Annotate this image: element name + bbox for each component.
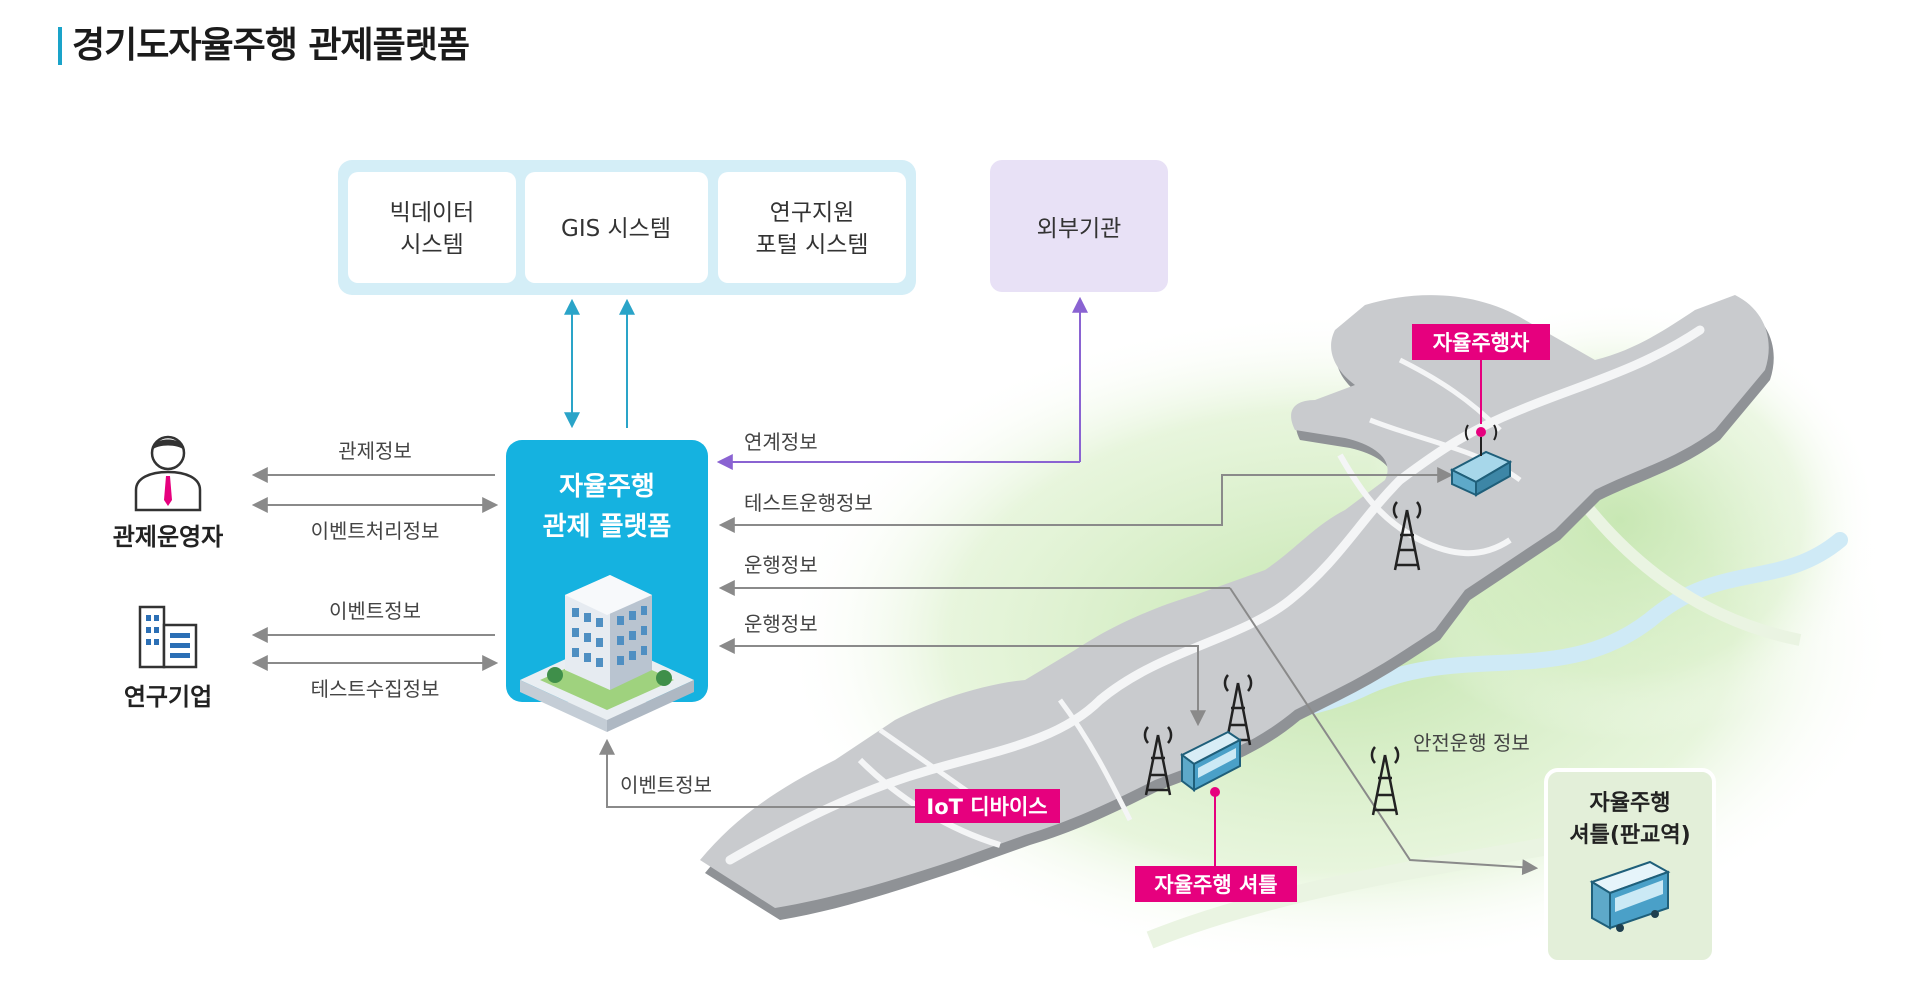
station-shuttle-bus-icon — [1589, 860, 1671, 932]
link-info-label: 연계정보 — [744, 430, 818, 454]
operator-label: 관제운영자 — [113, 523, 223, 551]
operator-person-icon — [134, 435, 202, 512]
portal-label-line2: 포털 시스템 — [755, 232, 868, 258]
event-info-bottom-arrow — [599, 738, 915, 808]
company-label: 연구기업 — [124, 683, 212, 711]
event-info-label: 이벤트정보 — [329, 599, 421, 623]
shuttle-station-box[interactable]: 자율주행 셔틀(판교역) — [1544, 768, 1716, 964]
platform-building-icon — [520, 575, 694, 732]
company-actor: 연구기업 — [124, 605, 212, 711]
portal-system-box[interactable]: 연구지원 포털 시스템 — [718, 172, 906, 283]
av-car-tag-label: 자율주행차 — [1433, 331, 1530, 355]
antenna-tower-icon-4 — [1370, 746, 1400, 816]
safe-drive-info-label: 안전운행 정보 — [1413, 731, 1530, 755]
station-label-line1: 자율주행 — [1590, 791, 1671, 816]
gis-label: GIS 시스템 — [561, 216, 671, 242]
external-agency-label: 외부기관 — [1037, 216, 1122, 242]
drive-info-arrow-2 — [718, 638, 1206, 727]
av-shuttle-tag: 자율주행 셔틀 — [1135, 787, 1297, 902]
map-background — [700, 295, 1900, 970]
av-car-tag: 자율주행차 — [1412, 324, 1550, 424]
antenna-tower-icon-3 — [1143, 726, 1173, 796]
iot-device-tag: IoT 디바이스 — [915, 789, 1060, 823]
external-agency-box[interactable]: 외부기관 — [990, 160, 1168, 292]
drive-info-label-1: 운행정보 — [744, 553, 818, 577]
platform-label-line2: 관제 플랫폼 — [543, 512, 672, 542]
station-label-line2: 셔틀(판교역) — [1569, 823, 1690, 848]
event-info-bottom-label: 이벤트정보 — [620, 773, 712, 797]
test-drive-info-arrow — [718, 467, 1454, 533]
antenna-tower-icon-2 — [1223, 674, 1253, 746]
page-title: 경기도자율주행 관제플랫폼 — [58, 22, 470, 70]
av-shuttle-bus-icon — [1180, 730, 1242, 792]
operator-actor: 관제운영자 — [113, 435, 223, 551]
control-platform-box[interactable]: 자율주행 관제 플랫폼 — [506, 440, 708, 732]
iot-device-tag-label: IoT 디바이스 — [926, 795, 1047, 819]
bigdata-system-box[interactable]: 빅데이터 시스템 — [348, 172, 516, 283]
company-building-icon — [138, 605, 198, 669]
bigdata-label-line2: 시스템 — [400, 232, 463, 258]
shuttle-station-arrow — [1229, 587, 1539, 876]
av-shuttle-tag-label: 자율주행 셔틀 — [1154, 873, 1277, 897]
platform-label-line1: 자율주행 — [559, 472, 655, 502]
gis-system-box[interactable]: GIS 시스템 — [525, 172, 708, 283]
drive-info-label-2: 운행정보 — [744, 612, 818, 636]
control-info-label: 관제정보 — [338, 439, 412, 463]
antenna-tower-icon-1 — [1392, 501, 1422, 571]
av-car-icon — [1449, 424, 1513, 497]
event-processing-label: 이벤트처리정보 — [311, 519, 440, 543]
bigdata-label-line1: 빅데이터 — [390, 200, 475, 226]
test-drive-info-label: 테스트운행정보 — [744, 491, 873, 515]
test-collect-label: 테스트수집정보 — [311, 677, 440, 701]
portal-label-line1: 연구지원 — [770, 200, 855, 226]
